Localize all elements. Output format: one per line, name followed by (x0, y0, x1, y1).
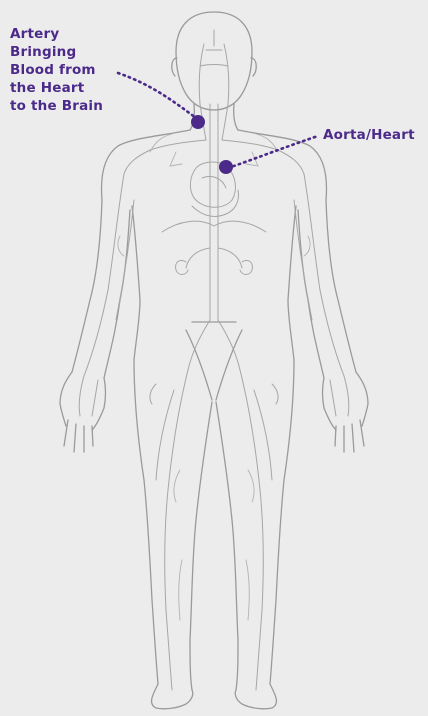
aorta-leader-line (228, 136, 318, 168)
body-outline (60, 12, 368, 709)
vessel-network (79, 30, 349, 690)
brain-artery-leader-line (118, 73, 196, 118)
artery-to-brain-label: Artery Bringing Blood from the Heart to … (10, 25, 103, 115)
brain-artery-marker (191, 115, 205, 129)
aorta-heart-label: Aorta/Heart (323, 126, 415, 144)
aorta-heart-marker (219, 160, 233, 174)
